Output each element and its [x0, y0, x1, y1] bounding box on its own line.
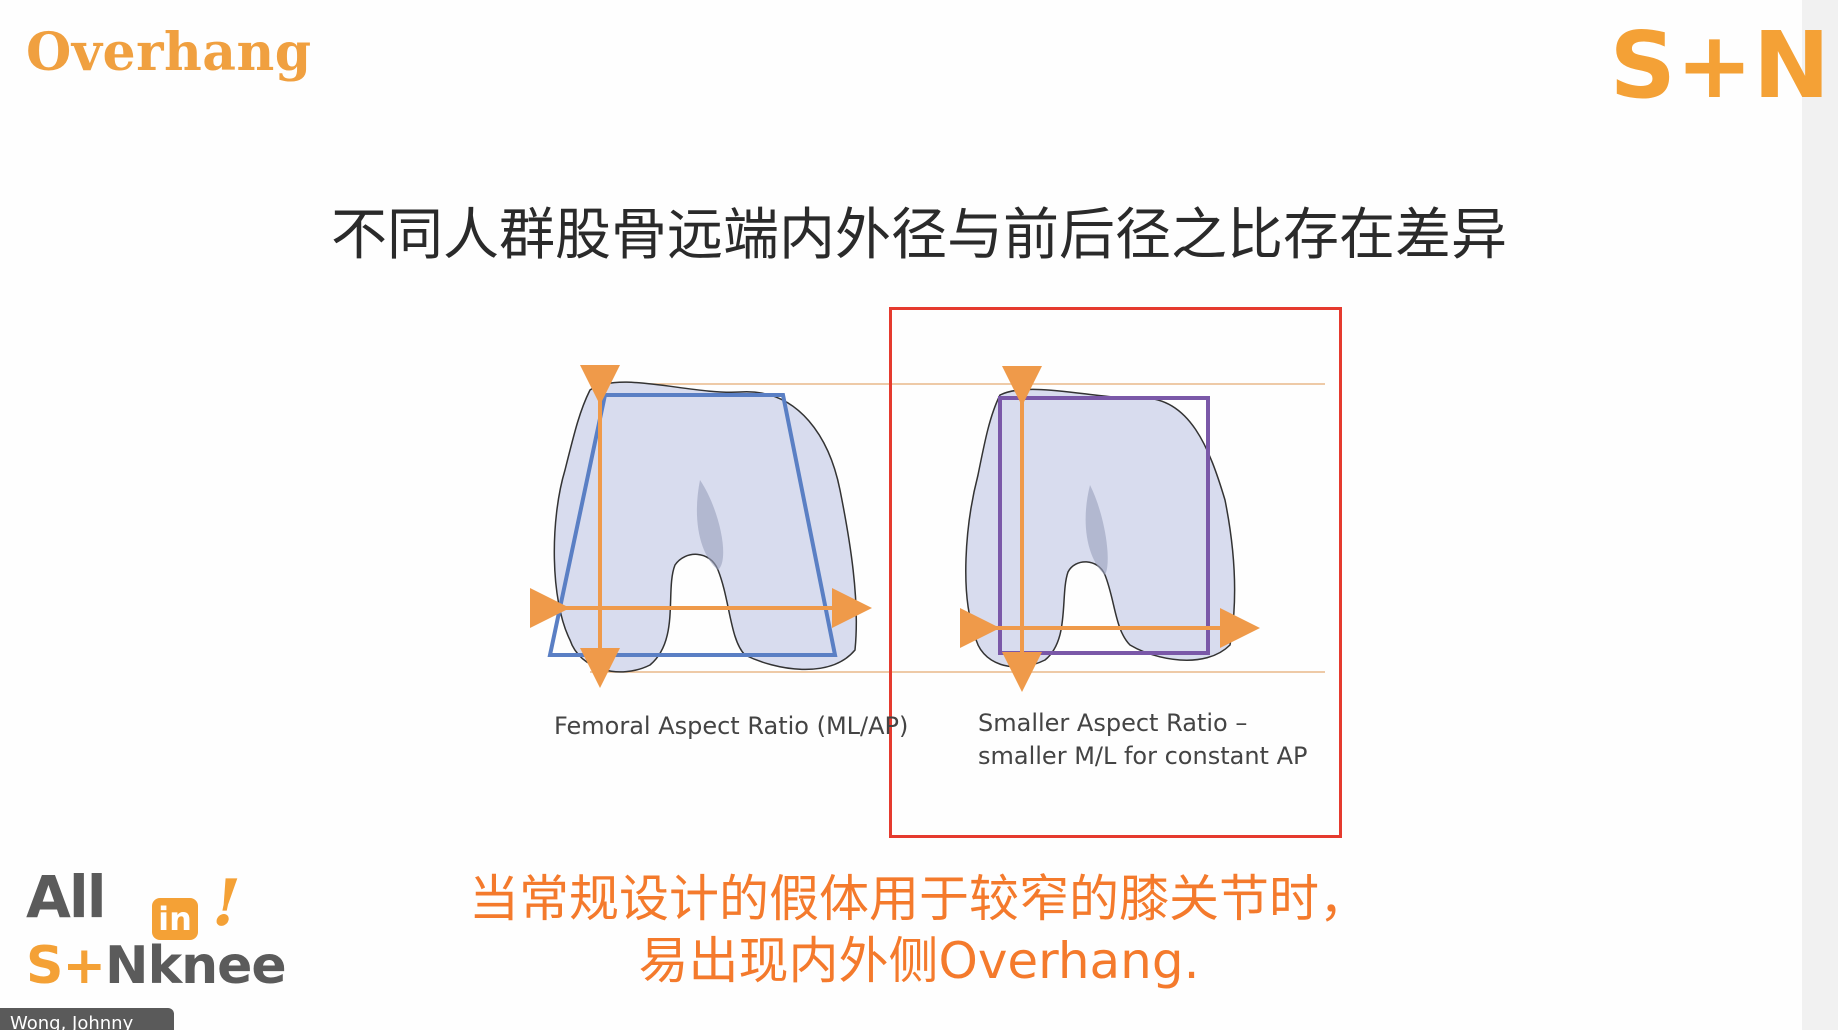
femur-figure	[400, 300, 1360, 860]
logo-n: N	[105, 936, 149, 996]
logo-all-text: All	[26, 863, 107, 931]
left-trapezoid	[547, 393, 838, 657]
right-caption-line1: Smaller Aspect Ratio –	[978, 709, 1248, 737]
conclusion-line1: 当常规设计的假体用于较窄的膝关节时，	[469, 870, 1369, 928]
brand-logo: S+N	[1609, 12, 1830, 119]
right-caption-line2: smaller M/L for constant AP	[978, 742, 1308, 770]
slide-subtitle: 不同人群股骨远端内外径与前后径之比存在差异	[331, 203, 1507, 268]
logo-in-badge: in	[152, 898, 198, 940]
left-caption: Femoral Aspect Ratio (ML/AP)	[554, 712, 909, 740]
conclusion-text: 当常规设计的假体用于较窄的膝关节时， 易出现内外侧Overhang.	[0, 868, 1838, 992]
window-edge	[1802, 0, 1838, 1030]
presenter-name-tag: Wong, Johnny	[0, 1008, 174, 1030]
logo-knee: knee	[147, 936, 287, 996]
conclusion-line2: 易出现内外侧Overhang.	[638, 932, 1200, 990]
logo-exclamation: !	[204, 866, 249, 941]
right-rectangle	[998, 396, 1210, 655]
highlight-box	[889, 307, 1342, 838]
logo-plus: +	[62, 936, 106, 996]
logo-snknee-text: S+Nknee	[26, 940, 287, 992]
femur-diagram	[530, 365, 1325, 692]
allinsnknee-logo: All in ! S+Nknee	[26, 863, 287, 1008]
logo-s: S	[26, 936, 63, 996]
slide-title: Overhang	[26, 22, 312, 83]
right-caption: Smaller Aspect Ratio – smaller M/L for c…	[978, 707, 1307, 773]
